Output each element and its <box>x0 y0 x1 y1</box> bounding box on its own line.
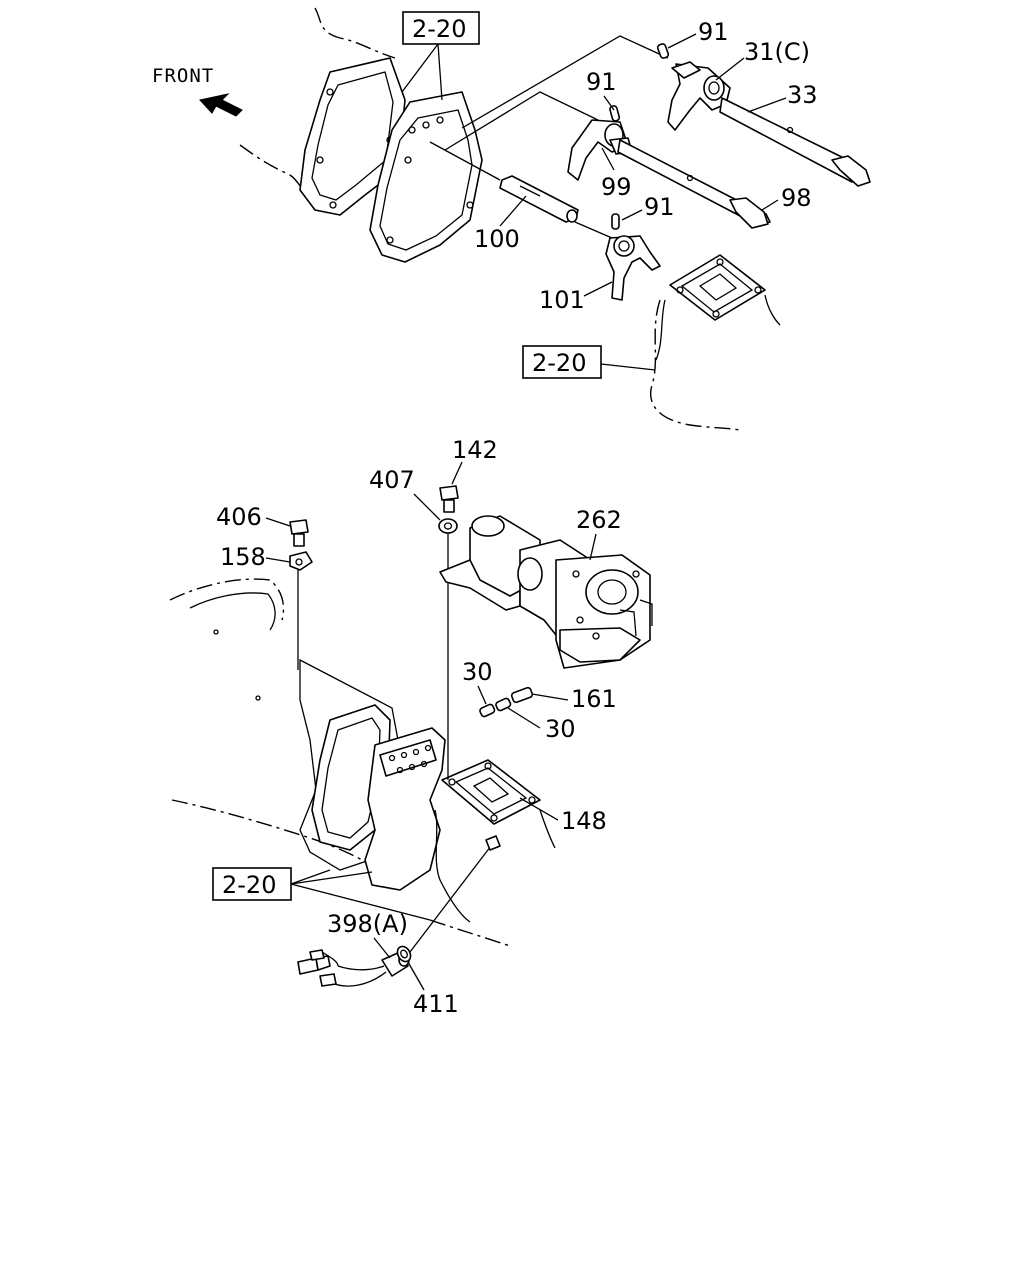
label-148: 148 <box>561 807 607 835</box>
reference-leader-middle <box>600 363 656 371</box>
shift-fork-31c <box>667 61 731 131</box>
dowel-pin-30-lower <box>495 697 512 712</box>
label-31c: 31(C) <box>744 38 810 66</box>
shift-shaft-98 <box>617 139 771 229</box>
leader-262 <box>589 533 597 561</box>
neutral-switch-398a <box>297 949 410 987</box>
reference-label-top: 2-20 <box>412 15 466 43</box>
bolt-142 <box>439 485 459 513</box>
leader-407 <box>413 493 441 521</box>
leader-100 <box>499 195 527 227</box>
leader-406 <box>265 517 291 527</box>
centerline-shaft-33 <box>461 35 669 129</box>
clip-158 <box>289 551 313 571</box>
pin-91-middle <box>609 105 621 122</box>
case-marker-1 <box>213 629 219 635</box>
leader-398a <box>373 937 391 959</box>
centerline-switch <box>409 841 495 953</box>
leader-91-top <box>667 33 697 49</box>
label-158: 158 <box>220 543 266 571</box>
shift-cover-housing <box>364 727 446 891</box>
case-flange-right <box>434 809 556 923</box>
transmission-case-outline <box>169 578 511 947</box>
label-142: 142 <box>452 436 498 464</box>
case-edge-upper <box>655 294 781 361</box>
leader-91-bottom <box>621 209 643 221</box>
shift-fork-101 <box>605 235 661 301</box>
leader-161 <box>531 693 569 701</box>
mounting-flange-upper <box>669 254 766 321</box>
shift-control-housing-262 <box>439 515 653 669</box>
leader-30-upper <box>477 685 487 705</box>
reference-box-middle <box>522 345 602 379</box>
sleeve-on-case <box>485 835 501 851</box>
label-30-upper: 30 <box>462 658 493 686</box>
leader-99 <box>601 147 615 171</box>
label-91-bottom: 91 <box>644 193 675 221</box>
label-30-lower: 30 <box>545 715 576 743</box>
leader-31c <box>715 57 745 81</box>
front-label: FRONT <box>152 65 214 87</box>
reference-label-lower: 2-20 <box>222 871 276 899</box>
reference-leader-lower <box>290 869 431 921</box>
plug-161 <box>510 686 534 704</box>
leader-101 <box>583 281 613 297</box>
pin-91-bottom <box>611 213 620 230</box>
casing-outline-upper <box>239 7 396 196</box>
front-arrow-icon <box>199 93 243 117</box>
leader-30-lower <box>507 707 541 729</box>
label-33: 33 <box>787 81 818 109</box>
centerline-shaft-100 <box>429 141 501 181</box>
label-91-top: 91 <box>698 18 729 46</box>
centerline-shaft-98 <box>444 91 599 151</box>
label-262: 262 <box>576 506 622 534</box>
shift-shaft-33 <box>719 97 871 187</box>
label-101: 101 <box>539 286 585 314</box>
shift-rod-100 <box>499 175 579 223</box>
label-91-middle: 91 <box>586 68 617 96</box>
pin-91-top <box>656 43 670 59</box>
transmission-case-body <box>189 592 399 871</box>
gasket-plate-front <box>369 91 483 263</box>
label-398a: 398(A) <box>327 910 408 938</box>
washer-407 <box>438 518 458 534</box>
dowel-pin-30-upper <box>479 703 496 718</box>
gasket-plate-rear <box>299 57 406 216</box>
reference-leader-top <box>401 43 443 101</box>
centerline-fork-101 <box>574 221 613 239</box>
leader-411 <box>407 961 425 991</box>
label-406: 406 <box>216 503 262 531</box>
label-100: 100 <box>474 225 520 253</box>
reference-box-top <box>402 11 480 45</box>
case-outline-lower-right <box>650 299 741 431</box>
label-161: 161 <box>571 685 617 713</box>
label-98: 98 <box>781 184 812 212</box>
label-411: 411 <box>413 990 459 1018</box>
leader-142 <box>451 461 463 485</box>
leader-91-middle <box>603 95 615 111</box>
case-marker-2 <box>255 695 261 701</box>
o-ring-411 <box>396 945 412 963</box>
label-99: 99 <box>601 173 632 201</box>
label-407: 407 <box>369 466 415 494</box>
bolt-406 <box>289 519 309 547</box>
leader-98 <box>761 199 779 211</box>
leader-148 <box>519 797 559 821</box>
shift-fork-99 <box>567 119 633 181</box>
leader-33 <box>747 97 787 113</box>
leader-158 <box>265 557 291 563</box>
gasket-148 <box>441 759 541 825</box>
reference-label-middle: 2-20 <box>532 349 586 377</box>
